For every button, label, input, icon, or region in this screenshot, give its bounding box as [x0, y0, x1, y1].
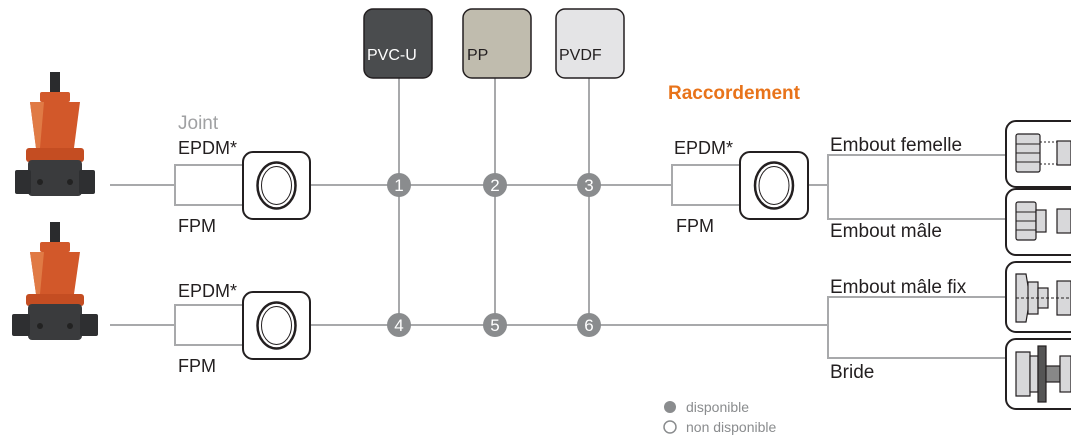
- connection-label-embout-male: Embout mâle: [830, 221, 942, 242]
- seal-epdm-top: EPDM*: [178, 138, 238, 158]
- connection-label-bride: Bride: [830, 362, 875, 383]
- material-label-pp: PP: [467, 47, 489, 64]
- seal-fpm-bottom: FPM: [178, 356, 216, 376]
- connection-label-embout-femelle: Embout femelle: [830, 135, 963, 156]
- joint-heading: Joint: [178, 113, 219, 134]
- material-box-pp: [462, 8, 532, 79]
- connection-icon-bride: [1005, 338, 1071, 410]
- legend-available-label: disponible: [686, 399, 750, 415]
- node-circle-5: [483, 313, 507, 337]
- node-label-3: 3: [584, 176, 593, 195]
- node-circle-4: [387, 313, 411, 337]
- node-circle-1: [387, 173, 411, 197]
- node-4: 4: [387, 313, 411, 337]
- node-label-5: 5: [490, 316, 499, 335]
- material-box-pvcu: [363, 8, 433, 79]
- node-5: 5: [483, 313, 507, 337]
- valve-top: [15, 72, 95, 196]
- node-label-6: 6: [584, 316, 593, 335]
- connection-heading: Raccordement: [668, 83, 800, 104]
- seal-fpm-top: FPM: [178, 216, 216, 236]
- connection-icon-embout-male: [1005, 188, 1071, 256]
- seal-epdm-connection: EPDM*: [674, 138, 734, 158]
- seal-box-bottom-left: [242, 291, 311, 360]
- legend-available-marker: [664, 401, 676, 413]
- connection-icon-embout-male-fix: [1005, 261, 1071, 333]
- node-2: 2: [483, 173, 507, 197]
- node-6: 6: [577, 313, 601, 337]
- seal-epdm-bottom: EPDM*: [178, 281, 238, 301]
- seal-fpm-connection: FPM: [676, 216, 714, 236]
- material-label-pvdf: PVDF: [559, 47, 602, 64]
- node-label-4: 4: [394, 316, 403, 335]
- valve-bottom: [12, 222, 98, 340]
- node-label-1: 1: [394, 176, 403, 195]
- node-1: 1: [387, 173, 411, 197]
- node-circle-2: [483, 173, 507, 197]
- material-label-pvcu: PVC-U: [367, 47, 417, 64]
- connection-label-embout-male-fix: Embout mâle fix: [830, 277, 967, 298]
- connection-icon-embout-femelle: [1005, 120, 1071, 188]
- node-circle-6: [577, 313, 601, 337]
- material-box-pvdf: [555, 8, 625, 79]
- node-circle-3: [577, 173, 601, 197]
- legend-unavailable-marker: [663, 420, 677, 434]
- node-3: 3: [577, 173, 601, 197]
- seal-box-connection: [739, 151, 809, 220]
- node-label-2: 2: [490, 176, 499, 195]
- seal-box-top-left: [242, 151, 311, 220]
- legend-unavailable-label: non disponible: [686, 419, 777, 435]
